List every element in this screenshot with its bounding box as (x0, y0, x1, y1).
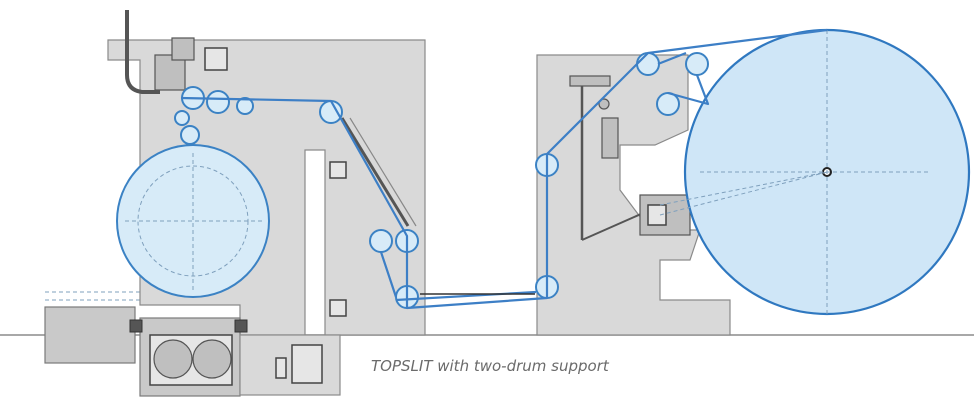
roller-r4 (656, 92, 680, 116)
rewind-pivot (598, 98, 610, 110)
frame-box-1 (329, 161, 347, 179)
support-bracket-left (129, 319, 143, 333)
unwind-roll-dashed-ring (137, 165, 249, 277)
roller-u5 (180, 125, 200, 145)
rewind-cylinder (601, 117, 619, 159)
support-drum-left (153, 339, 193, 379)
feed-head (154, 54, 186, 91)
slitter-arm (340, 117, 410, 227)
roller-u4 (174, 110, 190, 126)
rewind-roll-guides (659, 30, 930, 314)
feed-head-box (204, 47, 228, 71)
rewind-top-bracket (569, 75, 611, 87)
lower-right-box (275, 357, 287, 379)
feed-pipe (125, 10, 160, 94)
roller-u3 (236, 97, 254, 115)
roller-s1 (319, 100, 343, 124)
roller-s2 (369, 229, 393, 253)
roller-u2 (206, 90, 230, 114)
rewind-link-arm (581, 209, 651, 241)
support-bracket-right (234, 319, 248, 333)
left-base-unit (44, 306, 136, 364)
unwind-roll-crosshair (125, 153, 262, 290)
feed-head-top (171, 37, 195, 61)
web-path (180, 28, 828, 310)
support-drum-right (192, 339, 232, 379)
rewind-core-head-inner (647, 204, 667, 226)
frame-box-2 (329, 299, 347, 317)
roller-r3 (636, 52, 660, 76)
roller-r5 (685, 52, 709, 76)
lower-right-motor (291, 344, 323, 384)
lower-right-housing (239, 334, 341, 396)
figure-caption: TOPSLIT with two-drum support (371, 357, 609, 375)
unwind-roll (116, 144, 270, 298)
slitter-arm-inner (349, 117, 417, 227)
